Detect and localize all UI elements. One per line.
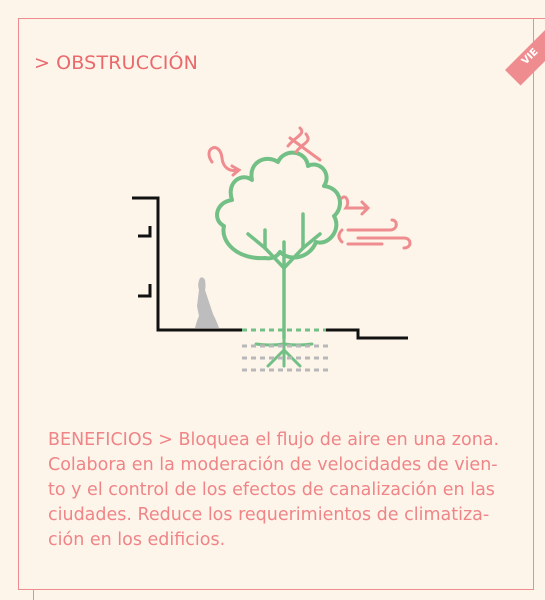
tree-trunk <box>246 212 322 340</box>
person-silhouette <box>195 277 219 328</box>
wind-lines-icon <box>337 218 412 250</box>
tree-icon <box>215 150 342 261</box>
wind-block-icon <box>340 195 371 216</box>
title-text: OBSTRUCCIÓN <box>56 52 199 74</box>
description-line: to y el control de los efectos de canali… <box>48 480 495 500</box>
divider-line <box>534 18 545 19</box>
info-card <box>18 18 534 590</box>
card-title: >OBSTRUCCIÓN <box>34 52 198 74</box>
divider-line <box>33 590 34 600</box>
title-arrow: > <box>34 52 51 74</box>
description-line: ción en los edificios. <box>48 530 226 550</box>
description-line: ciudades. Reduce los requerimientos de c… <box>48 505 490 525</box>
wind-deflect-icon <box>207 146 242 177</box>
building-outline <box>132 196 408 340</box>
description-line: Colabora en la moderación de velocidades… <box>48 455 498 475</box>
description-line: BENEFICIOS > Bloquea el flujo de aire en… <box>48 430 500 450</box>
tree-obstruction-illustration <box>132 126 412 372</box>
tree-roots <box>254 328 314 368</box>
wind-gust-icon <box>286 126 322 162</box>
soil-lines <box>242 344 330 372</box>
benefits-description: BENEFICIOS > Bloquea el flujo de aire en… <box>48 428 520 553</box>
